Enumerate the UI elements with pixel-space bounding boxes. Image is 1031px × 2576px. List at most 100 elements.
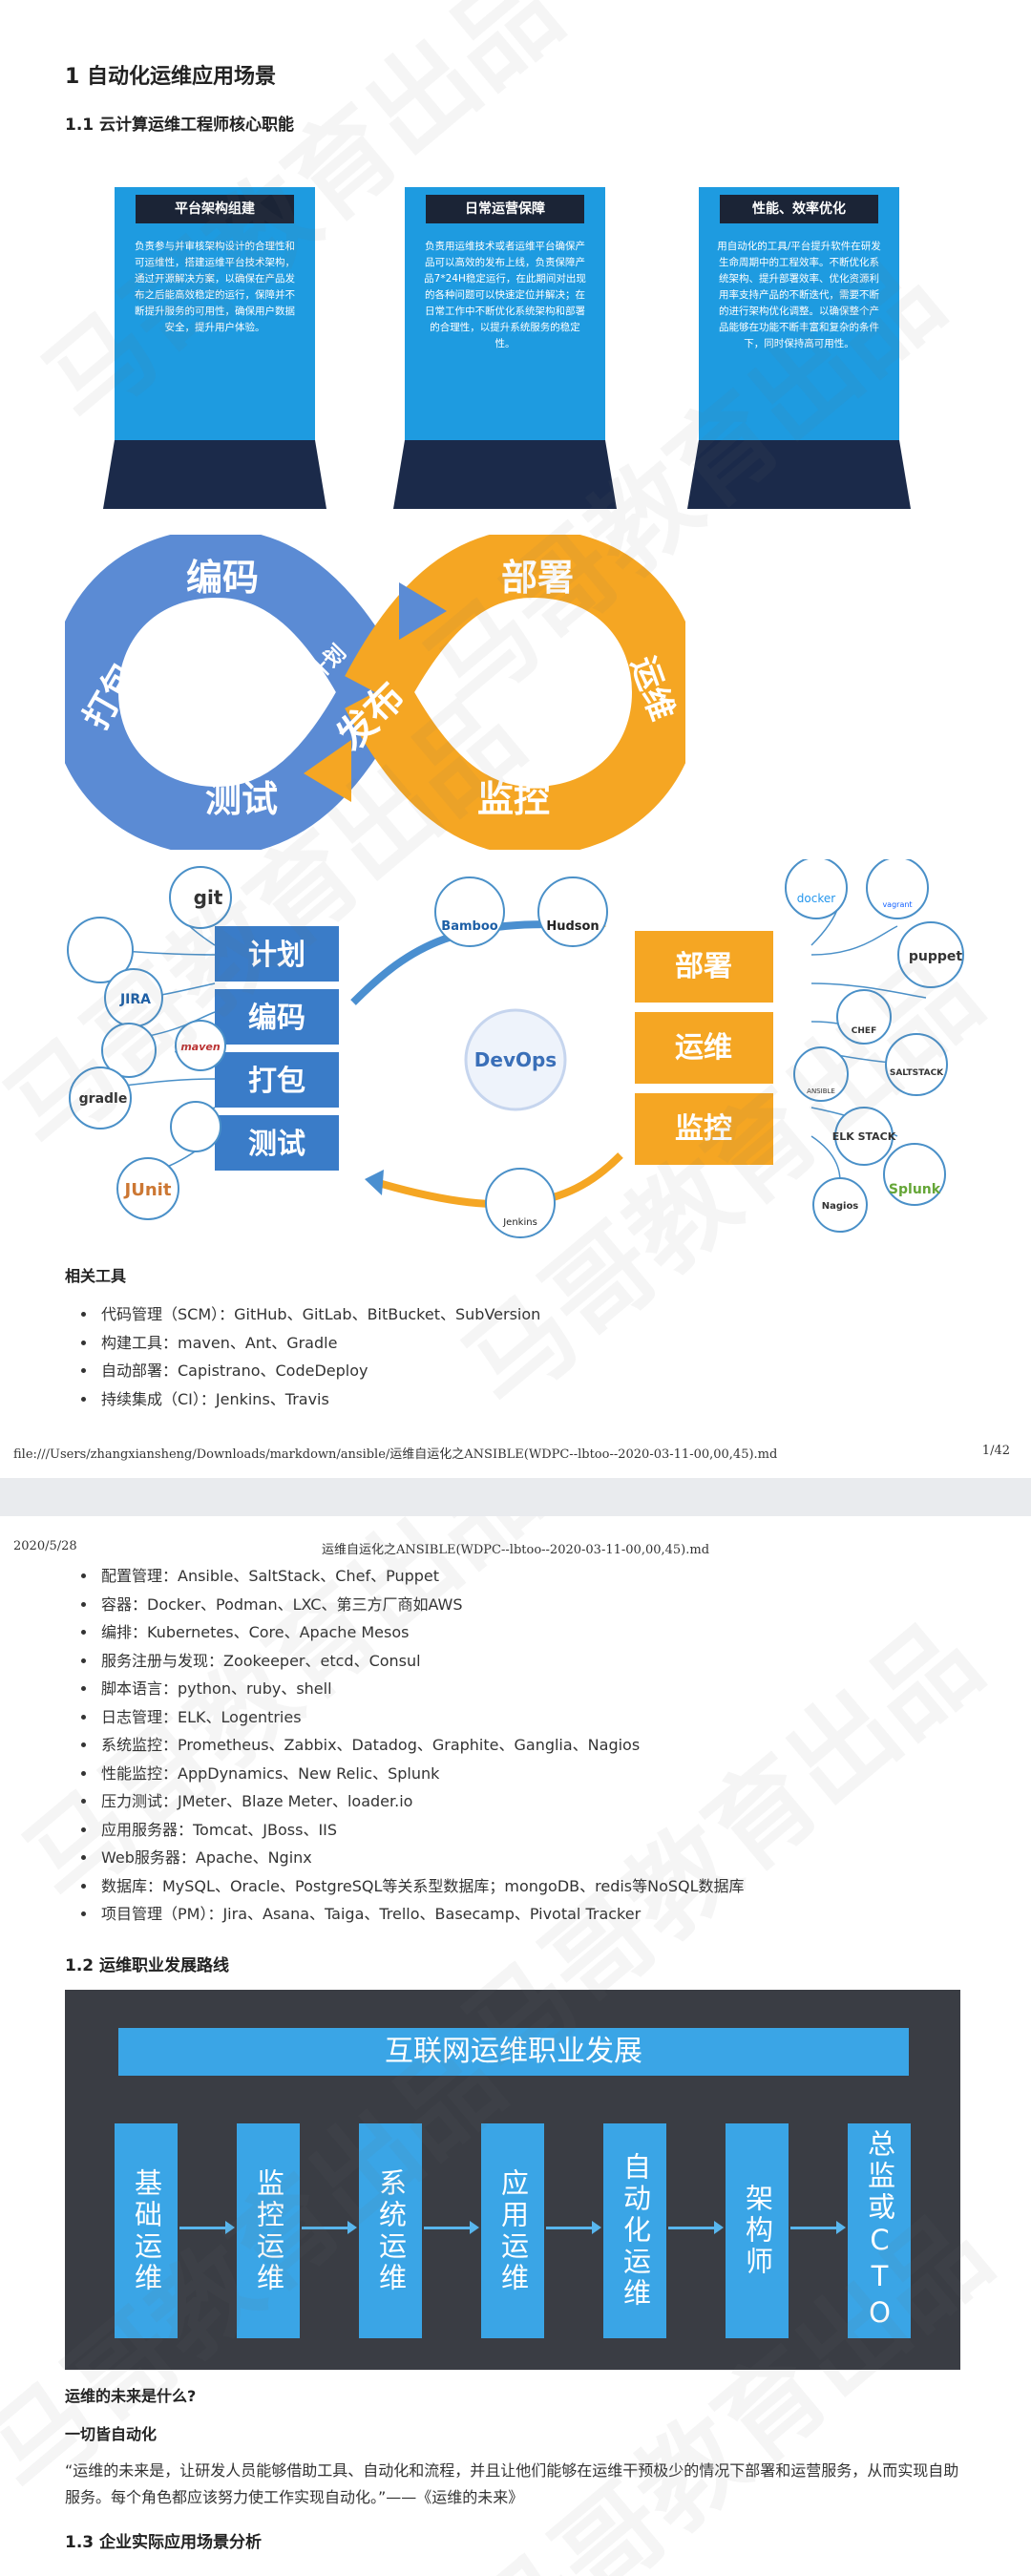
career-step-monitoring-ops: 监控运维 — [237, 2123, 300, 2338]
loop-arrow — [304, 740, 351, 802]
more-tools-list: 配置管理：Ansible、SaltStack、Chef、Puppet 容器：Do… — [76, 1562, 745, 1929]
role-panel: 性能、效率优化 用自动化的工具/平台提升软件在研发生命周期中的工程效率。不断优化… — [699, 187, 899, 440]
tool-git-icon — [169, 866, 232, 929]
tool-nagios-icon — [812, 1177, 868, 1233]
tool-docker-icon — [785, 859, 848, 919]
role-description: 负责用运维技术或者运维平台确保产品可以高效的发布上线，负责保障产品7*24H稳定… — [424, 241, 586, 349]
tool-label: Hudson — [546, 919, 599, 934]
career-arrow — [179, 2221, 235, 2234]
career-path-diagram: 互联网运维职业发展 基础运维 监控运维 系统运维 应用运维 自动化运维 架构师 … — [65, 1990, 960, 2370]
tool-label: puppet — [909, 949, 963, 964]
header-date: 2020/5/28 — [13, 1539, 77, 1553]
stage-code: 编码 — [248, 1002, 305, 1035]
list-item: 构建工具：maven、Ant、Gradle — [97, 1329, 540, 1358]
future-answer: 一切皆自动化 — [65, 2425, 158, 2443]
list-item: Web服务器：Apache、Nginx — [97, 1844, 745, 1872]
arrow-head — [365, 1170, 384, 1195]
role-title: 性能、效率优化 — [720, 195, 878, 223]
tool-fuse-icon — [101, 1023, 157, 1078]
role-pedestal — [687, 440, 911, 509]
list-item: 自动部署：Capistrano、CodeDeploy — [97, 1357, 540, 1385]
tool-label: JIRA — [119, 992, 151, 1007]
career-step-architect: 架构师 — [726, 2123, 789, 2338]
section-heading-1-1: 1.1 云计算运维工程师核心职能 — [65, 116, 295, 135]
tool-label: ANSIBLE — [807, 1087, 835, 1095]
list-item: 持续集成（CI）：Jenkins、Travis — [97, 1385, 540, 1414]
role-panel: 日常运营保障 负责用运维技术或者运维平台确保产品可以高效的发布上线，负责保障产品… — [405, 187, 605, 440]
list-item: 性能监控：AppDynamics、New Relic、Splunk — [97, 1760, 745, 1788]
devops-toolchain-diagram: 计划 编码 打包 测试 部署 运维 监控 DevOps Bamboo Hudso… — [67, 859, 964, 1238]
list-item: 配置管理：Ansible、SaltStack、Chef、Puppet — [97, 1562, 745, 1591]
tool-jenkins-icon — [485, 1168, 556, 1238]
tool-label: JUnit — [123, 1180, 172, 1200]
stage-deploy: 部署 — [675, 950, 732, 983]
related-tools-heading: 相关工具 — [65, 1267, 127, 1285]
tool-selenium-icon — [170, 1101, 221, 1152]
tool-label: maven — [180, 1041, 221, 1053]
tool-label: SALTSTACK — [890, 1068, 944, 1078]
career-step-basic-ops: 基础运维 — [115, 2123, 178, 2338]
devops-right-stages — [635, 931, 773, 1165]
tool-label: gradle — [79, 1091, 128, 1107]
loop-right-band — [345, 535, 685, 850]
tool-label: Bamboo — [441, 919, 497, 934]
loop-left-band — [65, 535, 406, 850]
stage-operate: 运维 — [675, 1031, 732, 1065]
tool-label: git — [194, 886, 223, 909]
section-heading-1: 1 自动化运维应用场景 — [65, 65, 276, 89]
role-description: 用自动化的工具/平台提升软件在研发生命周期中的工程效率。不断优化系统架构、提升部… — [717, 241, 881, 349]
list-item: 压力测试：JMeter、Blaze Meter、loader.io — [97, 1787, 745, 1816]
list-item: 编排：Kubernetes、Core、Apache Mesos — [97, 1618, 745, 1647]
devops-hub — [464, 1008, 567, 1111]
role-title: 日常运营保障 — [426, 195, 584, 223]
tool-chef-icon — [836, 989, 892, 1045]
footer-page-number: 1/42 — [981, 1444, 1010, 1458]
role-panel: 平台架构组建 负责参与并审核架构设计的合理性和可运维性，搭建运维平台技术架构，通… — [115, 187, 315, 440]
loop-label-deploy: 部署 — [501, 557, 574, 599]
list-item: 脚本语言：python、ruby、shell — [97, 1675, 745, 1703]
tool-hudson-icon — [537, 876, 608, 947]
tool-label: ELK STACK — [832, 1130, 896, 1143]
career-banner: 互联网运维职业发展 — [118, 2028, 909, 2076]
section-heading-1-2: 1.2 运维职业发展路线 — [65, 1956, 230, 1975]
loop-label-monitor: 监控 — [477, 778, 550, 820]
loop-label-coding: 编码 — [186, 557, 259, 599]
stage-plan: 计划 — [248, 939, 305, 972]
tool-ansible-icon — [793, 1046, 849, 1102]
list-item: 日志管理：ELK、Logentries — [97, 1703, 745, 1732]
devops-left-stages — [215, 926, 339, 1171]
tool-scm-icon — [67, 917, 134, 983]
career-step-automation-ops: 自动化运维 — [603, 2123, 666, 2338]
list-item: 项目管理（PM）：Jira、Asana、Taiga、Trello、Basecam… — [97, 1900, 745, 1929]
list-item: 系统监控：Prometheus、Zabbix、Datadog、Graphite、… — [97, 1731, 745, 1760]
stage-package: 打包 — [248, 1065, 305, 1098]
role-card-operations: 日常运营保障 负责用运维技术或者运维平台确保产品可以高效的发布上线，负责保障产品… — [393, 187, 617, 512]
tool-label: CHEF — [852, 1026, 876, 1036]
role-card-performance: 性能、效率优化 用自动化的工具/平台提升软件在研发生命周期中的工程效率。不断优化… — [687, 187, 911, 512]
role-description: 负责参与并审核架构设计的合理性和可运维性，搭建运维平台技术架构，通过开源解决方案… — [135, 241, 295, 333]
list-item: 数据库：MySQL、Oracle、PostgreSQL等关系型数据库；mongo… — [97, 1872, 745, 1901]
career-step-system-ops: 系统运维 — [359, 2123, 422, 2338]
tool-maven-icon — [175, 1020, 226, 1071]
header-title: 运维自运化之ANSIBLE(WDPC--lbtoo--2020-03-11-00… — [321, 1543, 710, 1557]
tool-saltstack-icon — [885, 1033, 948, 1096]
list-item: 应用服务器：Tomcat、JBoss、IIS — [97, 1816, 745, 1845]
tool-label: vagrant — [882, 900, 912, 909]
loop-label-testing: 测试 — [205, 778, 278, 820]
document-page-2: 2020/5/28 运维自运化之ANSIBLE(WDPC--lbtoo--202… — [0, 1516, 1031, 2576]
tool-label: Jenkins — [502, 1217, 537, 1228]
career-arrow — [668, 2221, 724, 2234]
list-item: 容器：Docker、Podman、LXC、第三方厂商如AWS — [97, 1591, 745, 1619]
tool-gradle-icon — [69, 1066, 132, 1130]
tool-label: Nagios — [822, 1201, 859, 1212]
career-step-director-cto: 总监或CTO — [848, 2123, 911, 2338]
related-tools-list: 代码管理（SCM）：GitHub、GitLab、BitBucket、SubVer… — [76, 1300, 540, 1413]
future-quote: “运维的未来是，让研发人员能够借助工具、自动化和流程，并且让他们能够在运维干预极… — [65, 2461, 959, 2506]
tool-vagrant-icon — [866, 859, 929, 919]
tool-label: docker — [797, 892, 835, 905]
tool-puppet-icon — [897, 921, 964, 988]
role-card-platform: 平台架构组建 负责参与并审核架构设计的合理性和可运维性，搭建运维平台技术架构，通… — [103, 187, 326, 512]
section-heading-1-3: 1.3 企业实际应用场景分析 — [65, 2533, 263, 2552]
career-arrow — [790, 2221, 846, 2234]
future-question: 运维的未来是什么? — [65, 2387, 197, 2405]
